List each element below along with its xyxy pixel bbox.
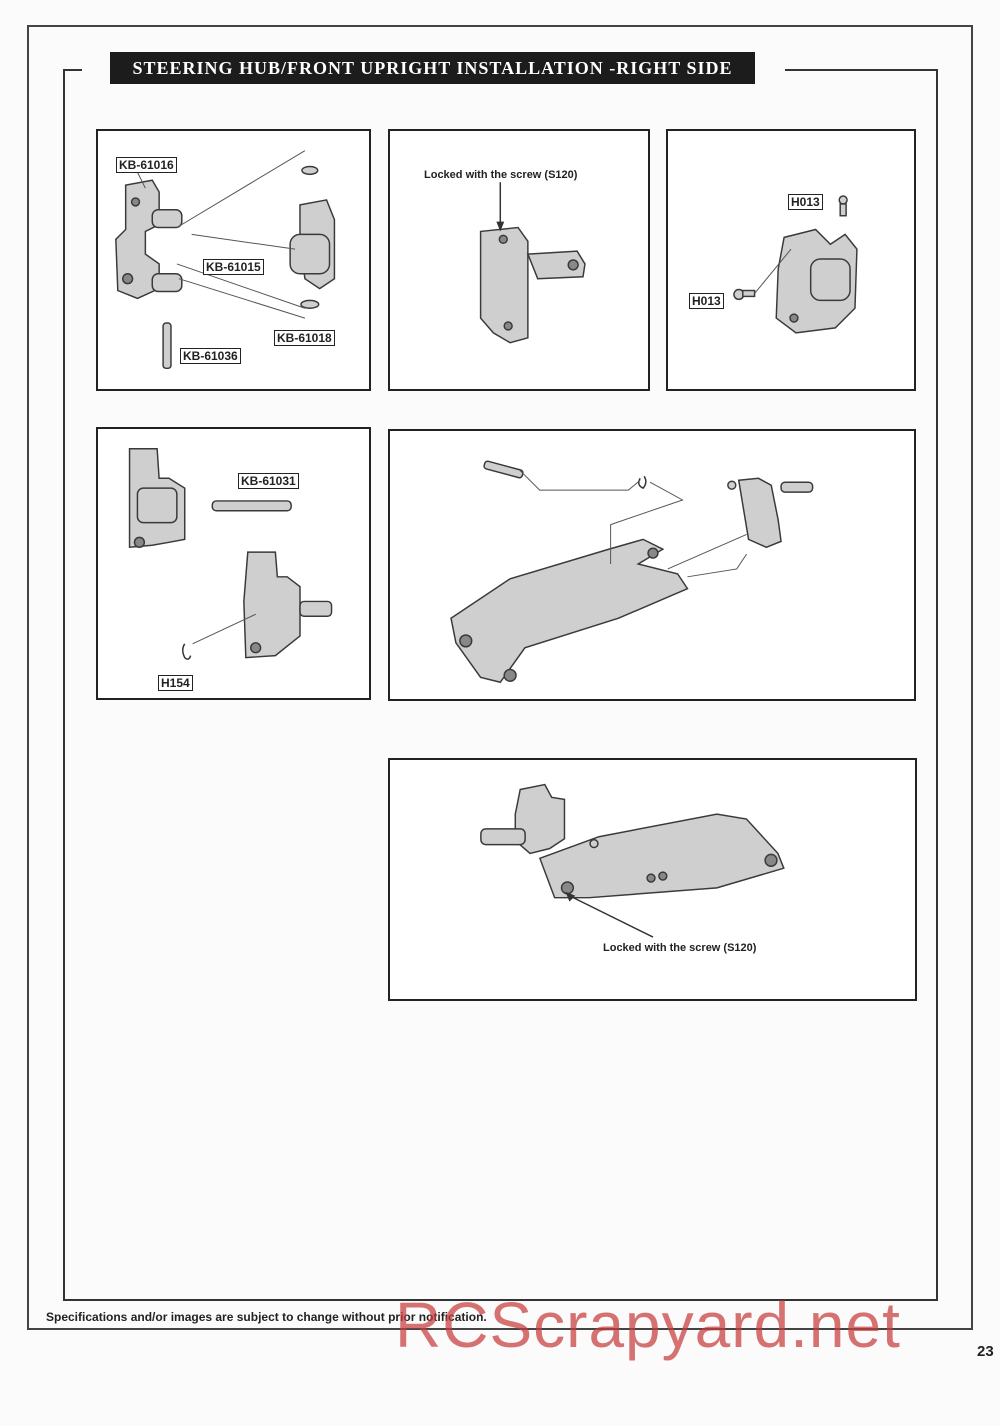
watermark: RCScrapyard.net — [395, 1289, 901, 1361]
part-label-kb-61031: KB-61031 — [238, 473, 299, 489]
page-number: 23 — [977, 1343, 994, 1360]
steering-hub-exploded-drawing — [115, 150, 336, 370]
panel-hub-locked-screw: Locked with the screw (S120) — [388, 129, 650, 391]
part-label-kb-61036: KB-61036 — [180, 348, 241, 364]
hub-pin-clip-drawing — [128, 447, 333, 660]
panel-hub-pin-clip: KB-61031 H154 — [96, 427, 371, 700]
arm-exploded-drawing — [450, 460, 814, 684]
part-label-h154: H154 — [158, 675, 193, 691]
part-label-h013-side: H013 — [689, 293, 724, 309]
part-label-kb-61018: KB-61018 — [274, 330, 335, 346]
frame-gap-left — [82, 66, 110, 74]
panel-steering-hub-exploded: KB-61016 KB-61015 KB-61018 KB-61036 — [96, 129, 371, 391]
footer-disclaimer: Specifications and/or images are subject… — [46, 1310, 487, 1324]
frame-gap-right — [755, 66, 785, 74]
panel-arm-assembled: Locked with the screw (S120) — [388, 758, 917, 1001]
panel-hub-ball-studs: H013 H013 — [666, 129, 916, 391]
part-label-kb-61015: KB-61015 — [203, 259, 264, 275]
page-title: STEERING HUB/FRONT UPRIGHT INSTALLATION … — [110, 52, 755, 84]
hub-assembled-drawing — [479, 182, 586, 344]
hub-ball-stud-drawing — [733, 195, 858, 334]
part-label-h013-top: H013 — [788, 194, 823, 210]
screw-note-assembled: Locked with the screw (S120) — [603, 942, 757, 954]
panel-arm-exploded — [388, 429, 916, 701]
screw-note: Locked with the screw (S120) — [424, 169, 578, 181]
part-label-kb-61016: KB-61016 — [116, 157, 177, 173]
arm-assembled-drawing — [480, 783, 785, 938]
outer-page-frame — [27, 25, 973, 1330]
